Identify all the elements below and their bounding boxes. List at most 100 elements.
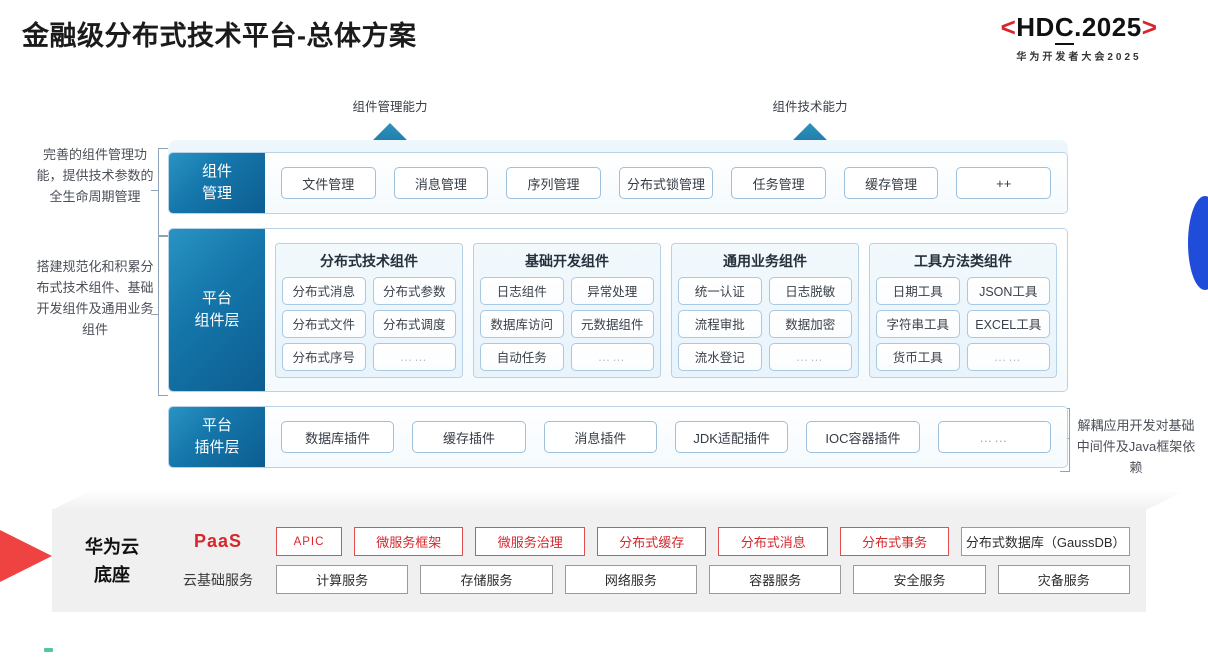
basic-tile[interactable]: 网络服务 xyxy=(564,565,697,594)
paas-tag: PaaS xyxy=(193,531,243,551)
paas-tile-list: APIC 微服务框架 微服务治理 分布式缓存 分布式消息 分布式事务 分布式数据… xyxy=(276,527,1131,556)
component-cell[interactable]: 分布式序号 xyxy=(282,342,366,371)
paas-tile[interactable]: 微服务框架 xyxy=(354,527,464,556)
blue-lens-decoration xyxy=(1188,196,1208,290)
group-general-business: 通用业务组件 统一认证 日志脱敏 流程审批 数据加密 流水登记 …… xyxy=(671,242,859,378)
component-cell[interactable]: 分布式调度 xyxy=(372,309,456,338)
component-cell-more[interactable]: …… xyxy=(372,342,456,371)
chip-list: 数据库插件 缓存插件 消息插件 JDK适配插件 IOC容器插件 …… xyxy=(265,421,1067,453)
paas-tile-database[interactable]: 分布式数据库（GaussDB） xyxy=(961,527,1131,556)
paas-tile[interactable]: 分布式缓存 xyxy=(596,527,707,556)
page-title: 金融级分布式技术平台-总体方案 xyxy=(22,21,417,51)
component-cell[interactable]: 流程审批 xyxy=(678,309,762,338)
component-cell[interactable]: 流水登记 xyxy=(678,342,762,371)
basic-tile-list: 计算服务 存储服务 网络服务 容器服务 安全服务 灾备服务 xyxy=(276,565,1130,594)
basic-tile[interactable]: 容器服务 xyxy=(708,565,842,594)
basic-service-row: 云基础服务 计算服务 存储服务 网络服务 容器服务 安全服务 灾备服务 xyxy=(172,565,1130,594)
component-cell[interactable]: 分布式参数 xyxy=(372,276,456,305)
chip-item[interactable]: 数据库插件 xyxy=(281,421,395,453)
chip-item[interactable]: IOC容器插件 xyxy=(806,421,920,453)
layer-body: 数据库插件 缓存插件 消息插件 JDK适配插件 IOC容器插件 …… xyxy=(265,407,1067,467)
component-cell[interactable]: 异常处理 xyxy=(570,276,654,305)
layer-label-line2: 管理 xyxy=(201,185,232,202)
chip-item[interactable]: 分布式锁管理 xyxy=(618,167,714,199)
logo-bracket-right-icon: > xyxy=(1141,12,1158,42)
layer-platform-plugins: 平台 插件层 数据库插件 缓存插件 消息插件 JDK适配插件 IOC容器插件 …… xyxy=(168,406,1068,468)
chip-item[interactable]: 消息管理 xyxy=(393,167,489,199)
paas-tile[interactable]: 分布式事务 xyxy=(839,527,950,556)
bracket-left-top xyxy=(158,148,168,236)
cloud-brand: 华为云 底座 xyxy=(52,533,172,589)
layer-body: 文件管理 消息管理 序列管理 分布式锁管理 任务管理 缓存管理 ++ xyxy=(265,153,1067,213)
logo-text-b: C xyxy=(1054,12,1075,45)
layer-platform-components: 平台 组件层 分布式技术组件 分布式消息 分布式参数 分布式文件 分布式调度 分… xyxy=(168,228,1068,392)
component-cell[interactable]: 分布式文件 xyxy=(282,309,366,338)
group-title: 分布式技术组件 xyxy=(320,252,418,269)
component-cell-more[interactable]: …… xyxy=(768,342,852,371)
chip-list: 文件管理 消息管理 序列管理 分布式锁管理 任务管理 缓存管理 ++ xyxy=(265,167,1067,199)
chip-item[interactable]: 缓存管理 xyxy=(843,167,939,199)
logo-text-a: HD xyxy=(1016,12,1055,42)
capability-label: 组件技术能力 xyxy=(772,100,848,114)
layer-body: 分布式技术组件 分布式消息 分布式参数 分布式文件 分布式调度 分布式序号 ……… xyxy=(265,229,1067,391)
chip-item[interactable]: 消息插件 xyxy=(543,421,657,453)
component-cell[interactable]: 字符串工具 xyxy=(876,309,960,338)
paas-row: PaaS APIC 微服务框架 微服务治理 分布式缓存 分布式消息 分布式事务 … xyxy=(172,527,1131,556)
group-title: 工具方法类组件 xyxy=(914,252,1012,269)
layer-label-line1: 平台 xyxy=(201,290,232,307)
basic-tile[interactable]: 计算服务 xyxy=(276,565,409,594)
layer-label-line1: 组件 xyxy=(201,163,232,180)
component-cell[interactable]: 自动任务 xyxy=(480,342,564,371)
note-left-bottom: 搭建规范化和积累分布式技术组件、基础开发组件及通用业务组件 xyxy=(36,259,154,337)
logo-text-c: .2025 xyxy=(1074,12,1142,42)
basic-tile[interactable]: 安全服务 xyxy=(853,565,986,594)
chip-item-more[interactable]: …… xyxy=(937,421,1051,453)
component-cell[interactable]: EXCEL工具 xyxy=(966,309,1050,338)
red-wedge-decoration xyxy=(0,508,52,604)
basic-tile[interactable]: 存储服务 xyxy=(420,565,553,594)
bracket-left-bottom xyxy=(158,236,168,396)
component-cell-more[interactable]: …… xyxy=(966,342,1050,371)
chip-item[interactable]: 任务管理 xyxy=(731,167,826,199)
basic-service-tag: 云基础服务 xyxy=(183,571,253,588)
cloud-foundation-panel: 华为云 底座 PaaS APIC 微服务框架 微服务治理 分布式缓存 分布式消息… xyxy=(52,509,1146,612)
hdc-logo-subtitle: 华为开发者大会2025 xyxy=(1016,52,1142,63)
paas-tile-apic[interactable]: APIC xyxy=(276,527,342,556)
chip-item[interactable]: JDK适配插件 xyxy=(674,421,789,453)
component-cell[interactable]: 日期工具 xyxy=(876,276,960,305)
component-cell[interactable]: 数据库访问 xyxy=(480,309,564,338)
paas-tile[interactable]: 微服务治理 xyxy=(475,527,585,556)
logo-bracket-left-icon: < xyxy=(1000,12,1017,42)
component-cell[interactable]: 日志脱敏 xyxy=(768,276,852,305)
component-cell[interactable]: 统一认证 xyxy=(678,276,762,305)
cloud-brand-line1: 华为云 xyxy=(85,536,139,557)
component-cell[interactable]: 元数据组件 xyxy=(570,309,654,338)
component-cell[interactable]: 货币工具 xyxy=(876,342,960,371)
green-marker-decoration xyxy=(44,648,53,652)
layer-label: 平台 插件层 xyxy=(169,407,265,467)
cloud-brand-line2: 底座 xyxy=(94,564,130,585)
layer-label-line2: 组件层 xyxy=(194,312,240,329)
hdc-logo: <HDC.2025> 华为开发者大会2025 xyxy=(964,12,1194,63)
basic-tile[interactable]: 灾备服务 xyxy=(997,565,1130,594)
note-right: 解耦应用开发对基础中间件及Java框架依赖 xyxy=(1076,418,1196,475)
chip-item[interactable]: 文件管理 xyxy=(281,167,376,199)
component-cell[interactable]: 分布式消息 xyxy=(282,276,366,305)
group-grid: 统一认证 日志脱敏 流程审批 数据加密 流水登记 …… xyxy=(678,276,852,371)
chip-item[interactable]: 缓存插件 xyxy=(412,421,526,453)
component-cell-more[interactable]: …… xyxy=(570,342,654,371)
component-cell[interactable]: 日志组件 xyxy=(480,276,564,305)
note-left-top: 完善的组件管理功能，提供技术参数的全生命周期管理 xyxy=(36,147,154,204)
component-cell[interactable]: JSON工具 xyxy=(966,276,1050,305)
layer-component-management: 组件 管理 文件管理 消息管理 序列管理 分布式锁管理 任务管理 缓存管理 ++ xyxy=(168,152,1068,214)
layer-label-line2: 插件层 xyxy=(194,439,240,456)
layer-label: 平台 组件层 xyxy=(169,229,265,391)
bracket-tick xyxy=(151,314,158,316)
group-title: 通用业务组件 xyxy=(723,252,807,269)
chip-item-more[interactable]: ++ xyxy=(956,167,1052,199)
group-title: 基础开发组件 xyxy=(525,252,609,269)
chip-item[interactable]: 序列管理 xyxy=(506,167,601,199)
component-cell[interactable]: 数据加密 xyxy=(768,309,852,338)
paas-tile[interactable]: 分布式消息 xyxy=(718,527,828,556)
group-grid: 日期工具 JSON工具 字符串工具 EXCEL工具 货币工具 …… xyxy=(876,276,1050,371)
